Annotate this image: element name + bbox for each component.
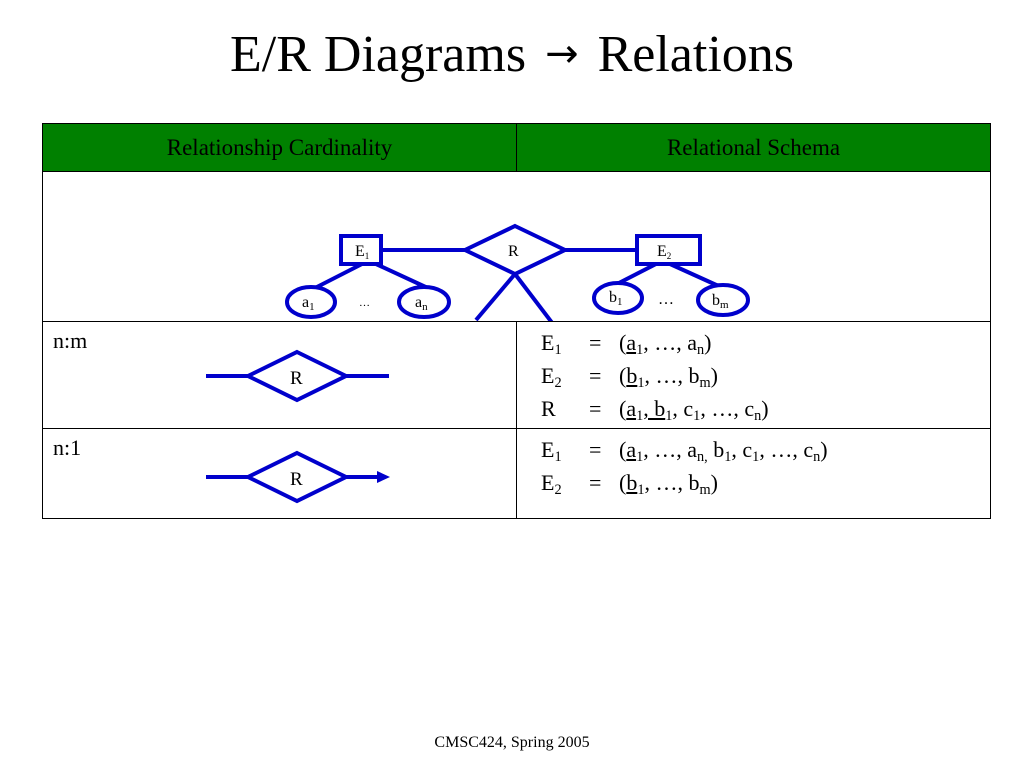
schema-equals: = <box>589 330 602 355</box>
entity-e2-label: E2 <box>657 243 671 261</box>
schema-lhs: E1 <box>541 437 562 465</box>
schema-lhs: E1 <box>541 330 562 358</box>
n1-relationship-label: R <box>290 469 303 490</box>
schema-equals: = <box>589 437 602 462</box>
header-relational-schema: Relational Schema <box>516 123 991 172</box>
relationship-r-diamond <box>460 223 570 277</box>
schema-equals: = <box>589 363 602 388</box>
schema-line-e1: E1=(a1, …, an) <box>541 326 990 359</box>
r-c1-line <box>474 272 517 321</box>
attribute-an-ellipse <box>397 285 451 319</box>
cardinality-label-n1: n:1 <box>53 435 82 460</box>
cardinality-table: Relationship Cardinality Relational Sche… <box>42 123 991 519</box>
schema-line-e2: E2=(b1, …, bm) <box>541 359 990 392</box>
entity-e2-box <box>635 234 702 266</box>
schema-cell-n1: E1=(a1, …, an, b1, c1, …, cn) E2=(b1, …,… <box>516 428 991 519</box>
footer-course-label: CMSC424, Spring 2005 <box>434 734 590 751</box>
er-diagram: E1 E2 R a1 … an b1 … bm c1 … ck <box>285 223 750 321</box>
attribute-bm-ellipse <box>696 283 750 317</box>
er-diagram-row: E1 E2 R a1 … an b1 … bm c1 … ck <box>42 171 991 322</box>
schema-cell-nm: E1=(a1, …, an) E2=(b1, …, bm) R=(a1, b1,… <box>516 321 991 429</box>
attribute-b1-label: b1 <box>609 289 623 308</box>
e1-a1-line <box>312 262 363 291</box>
arrowhead-icon <box>377 471 390 483</box>
attribute-a1-ellipse <box>285 285 337 319</box>
slide-title: E/R Diagrams → Relations <box>0 22 1024 87</box>
nm-relationship-label: R <box>290 368 303 389</box>
r-ck-line <box>513 272 554 321</box>
a-ellipsis: … <box>359 297 370 309</box>
cardinality-cell-nm: n:m R <box>42 321 517 429</box>
entity-e1-box <box>339 234 383 266</box>
table-header-row: Relationship Cardinality Relational Sche… <box>42 123 991 172</box>
attribute-bm-label: bm <box>712 292 729 311</box>
cardinality-label-nm: n:m <box>53 328 88 353</box>
e1-an-line <box>375 262 431 291</box>
nm-relationship-diagram: R <box>206 349 389 403</box>
title-left: E/R Diagrams <box>230 26 527 83</box>
nm-relationship-diamond <box>243 349 351 403</box>
n1-relationship-diamond <box>243 450 351 504</box>
attribute-an-label: an <box>415 294 428 313</box>
schema-lines-n1: E1=(a1, …, an, b1, c1, …, cn) E2=(b1, …,… <box>517 429 990 499</box>
schema-lhs: R <box>541 396 556 421</box>
schema-lhs: E2 <box>541 470 562 498</box>
cardinality-row-nm: n:m R E1=(a1, …, an) E2=(b1, …, bm) R=(a… <box>42 321 991 429</box>
cardinality-row-n1: n:1 R E1=(a1, …, an, b1, c1, …, cn) E2=(… <box>42 428 991 519</box>
er-diagram-cell: E1 E2 R a1 … an b1 … bm c1 … ck <box>42 171 991 322</box>
relationship-r-label: R <box>508 243 519 260</box>
attribute-a1-label: a1 <box>302 294 315 313</box>
right-arrow-icon: → <box>545 31 579 77</box>
schema-equals: = <box>589 396 602 421</box>
attribute-b1-ellipse <box>592 281 644 315</box>
schema-lhs: E2 <box>541 363 562 391</box>
header-relationship-cardinality: Relationship Cardinality <box>42 123 517 172</box>
schema-line-e2: E2=(b1, …, bm) <box>541 466 990 499</box>
schema-line-e1: E1=(a1, …, an, b1, c1, …, cn) <box>541 433 990 466</box>
schema-line-r: R=(a1, b1, c1, …, cn) <box>541 392 990 425</box>
schema-lines-nm: E1=(a1, …, an) E2=(b1, …, bm) R=(a1, b1,… <box>517 322 990 425</box>
b-ellipsis: … <box>658 291 674 308</box>
title-right: Relations <box>597 26 794 83</box>
cardinality-cell-n1: n:1 R <box>42 428 517 519</box>
n1-relationship-diagram: R <box>206 450 390 504</box>
entity-e1-label: E1 <box>355 243 369 261</box>
schema-equals: = <box>589 470 602 495</box>
